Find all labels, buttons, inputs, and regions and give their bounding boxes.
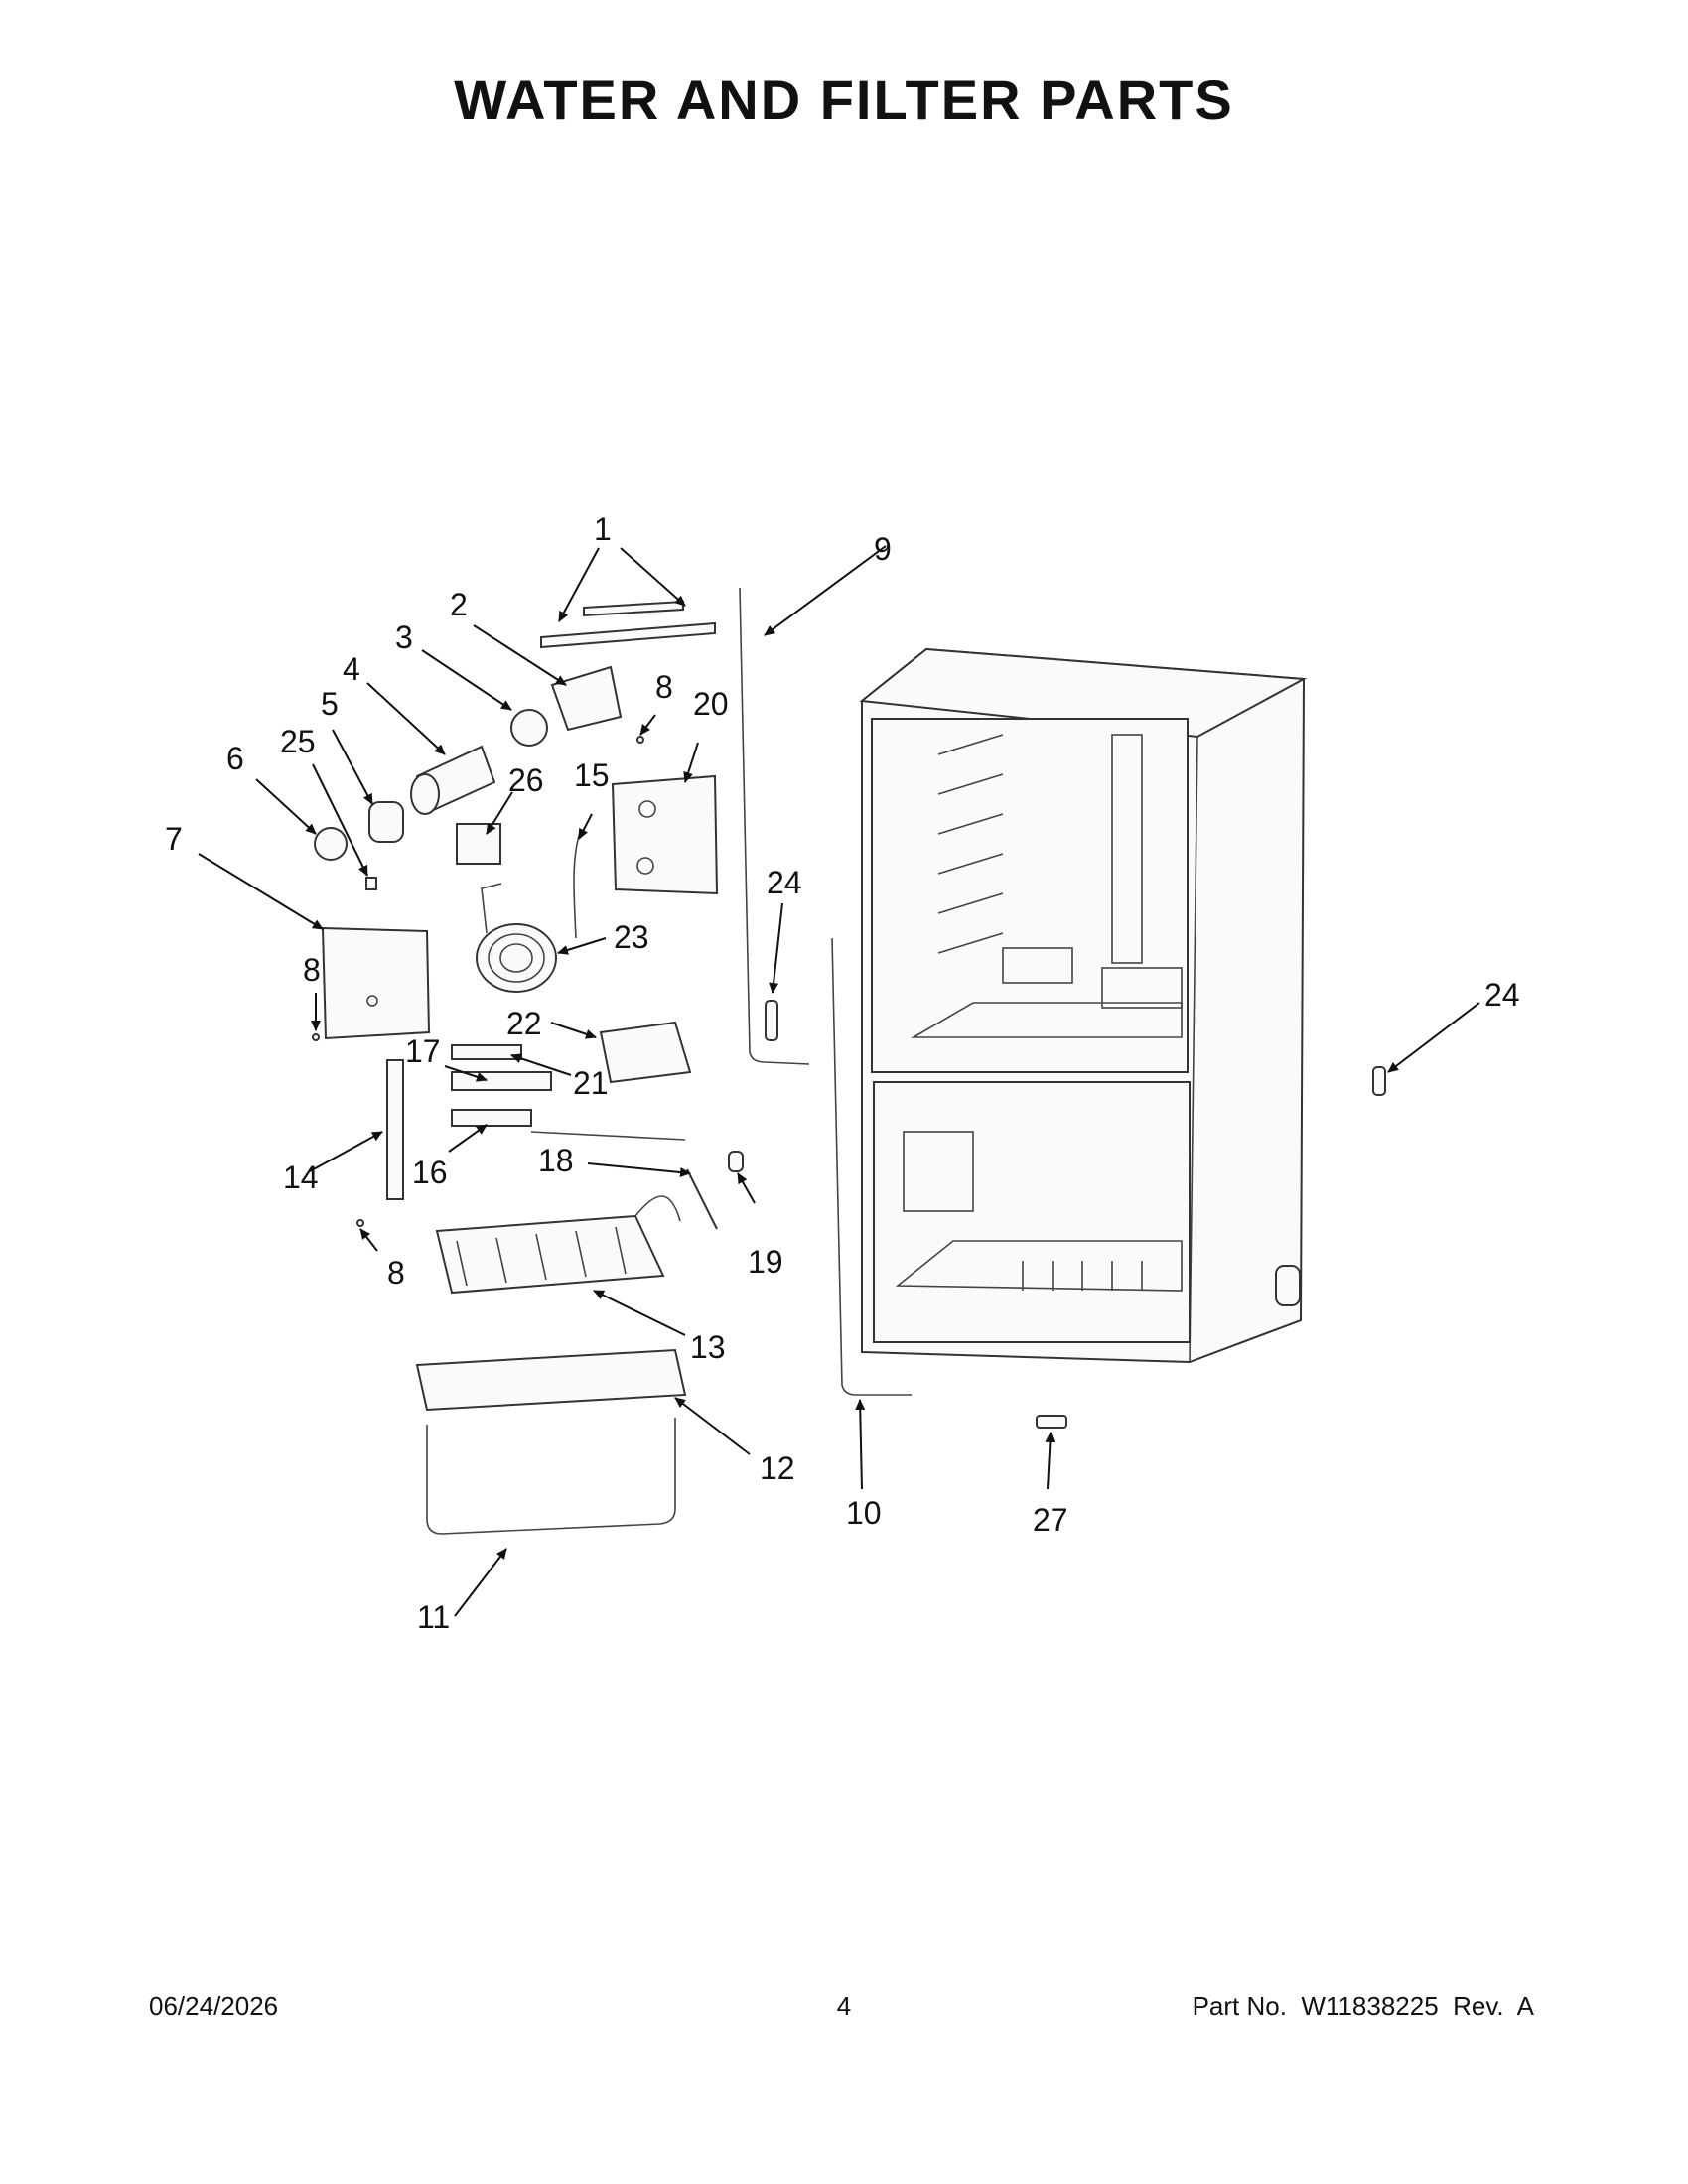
callout-24-right: 24 (1484, 977, 1520, 1013)
callout-12: 12 (760, 1450, 795, 1486)
callout-labels: 1 2 3 4 5 6 25 7 8 20 26 15 9 24 23 8 24… (165, 511, 1520, 1635)
footer-part-number: Part No. W11838225 Rev. A (1192, 1991, 1534, 2021)
callout-7: 7 (165, 821, 183, 857)
callout-8-panel: 8 (303, 952, 321, 988)
callout-18: 18 (538, 1143, 574, 1178)
callout-20: 20 (693, 686, 729, 722)
refrigerator-cabinet (859, 647, 1308, 1364)
callout-5: 5 (321, 686, 339, 722)
callout-6: 6 (226, 741, 244, 776)
leader-lines (198, 545, 1480, 1617)
callout-4: 4 (343, 651, 360, 687)
callout-27: 27 (1033, 1502, 1068, 1538)
callout-8-upper: 8 (655, 669, 673, 705)
footer-date: 06/24/2026 (149, 1991, 279, 2021)
callout-19: 19 (748, 1244, 783, 1280)
page-title: WATER AND FILTER PARTS (454, 68, 1234, 131)
parts-sketches (312, 587, 1386, 1535)
callout-17: 17 (405, 1033, 441, 1069)
callout-15: 15 (574, 757, 610, 793)
callout-23: 23 (614, 919, 649, 955)
callout-14: 14 (283, 1160, 319, 1195)
callout-21: 21 (573, 1065, 609, 1101)
callout-16: 16 (412, 1155, 448, 1190)
callout-13: 13 (690, 1329, 726, 1365)
callout-2: 2 (450, 587, 468, 622)
callout-10: 10 (846, 1495, 882, 1531)
callout-3: 3 (395, 619, 413, 655)
footer-page-number: 4 (836, 1991, 852, 2021)
callout-25: 25 (280, 724, 316, 759)
callout-9: 9 (874, 531, 892, 567)
callout-24-left: 24 (767, 865, 802, 900)
callout-8-lower: 8 (387, 1255, 405, 1291)
callout-22: 22 (506, 1006, 542, 1041)
callout-11: 11 (417, 1599, 450, 1635)
callout-1: 1 (594, 511, 612, 547)
callout-26: 26 (508, 762, 544, 798)
